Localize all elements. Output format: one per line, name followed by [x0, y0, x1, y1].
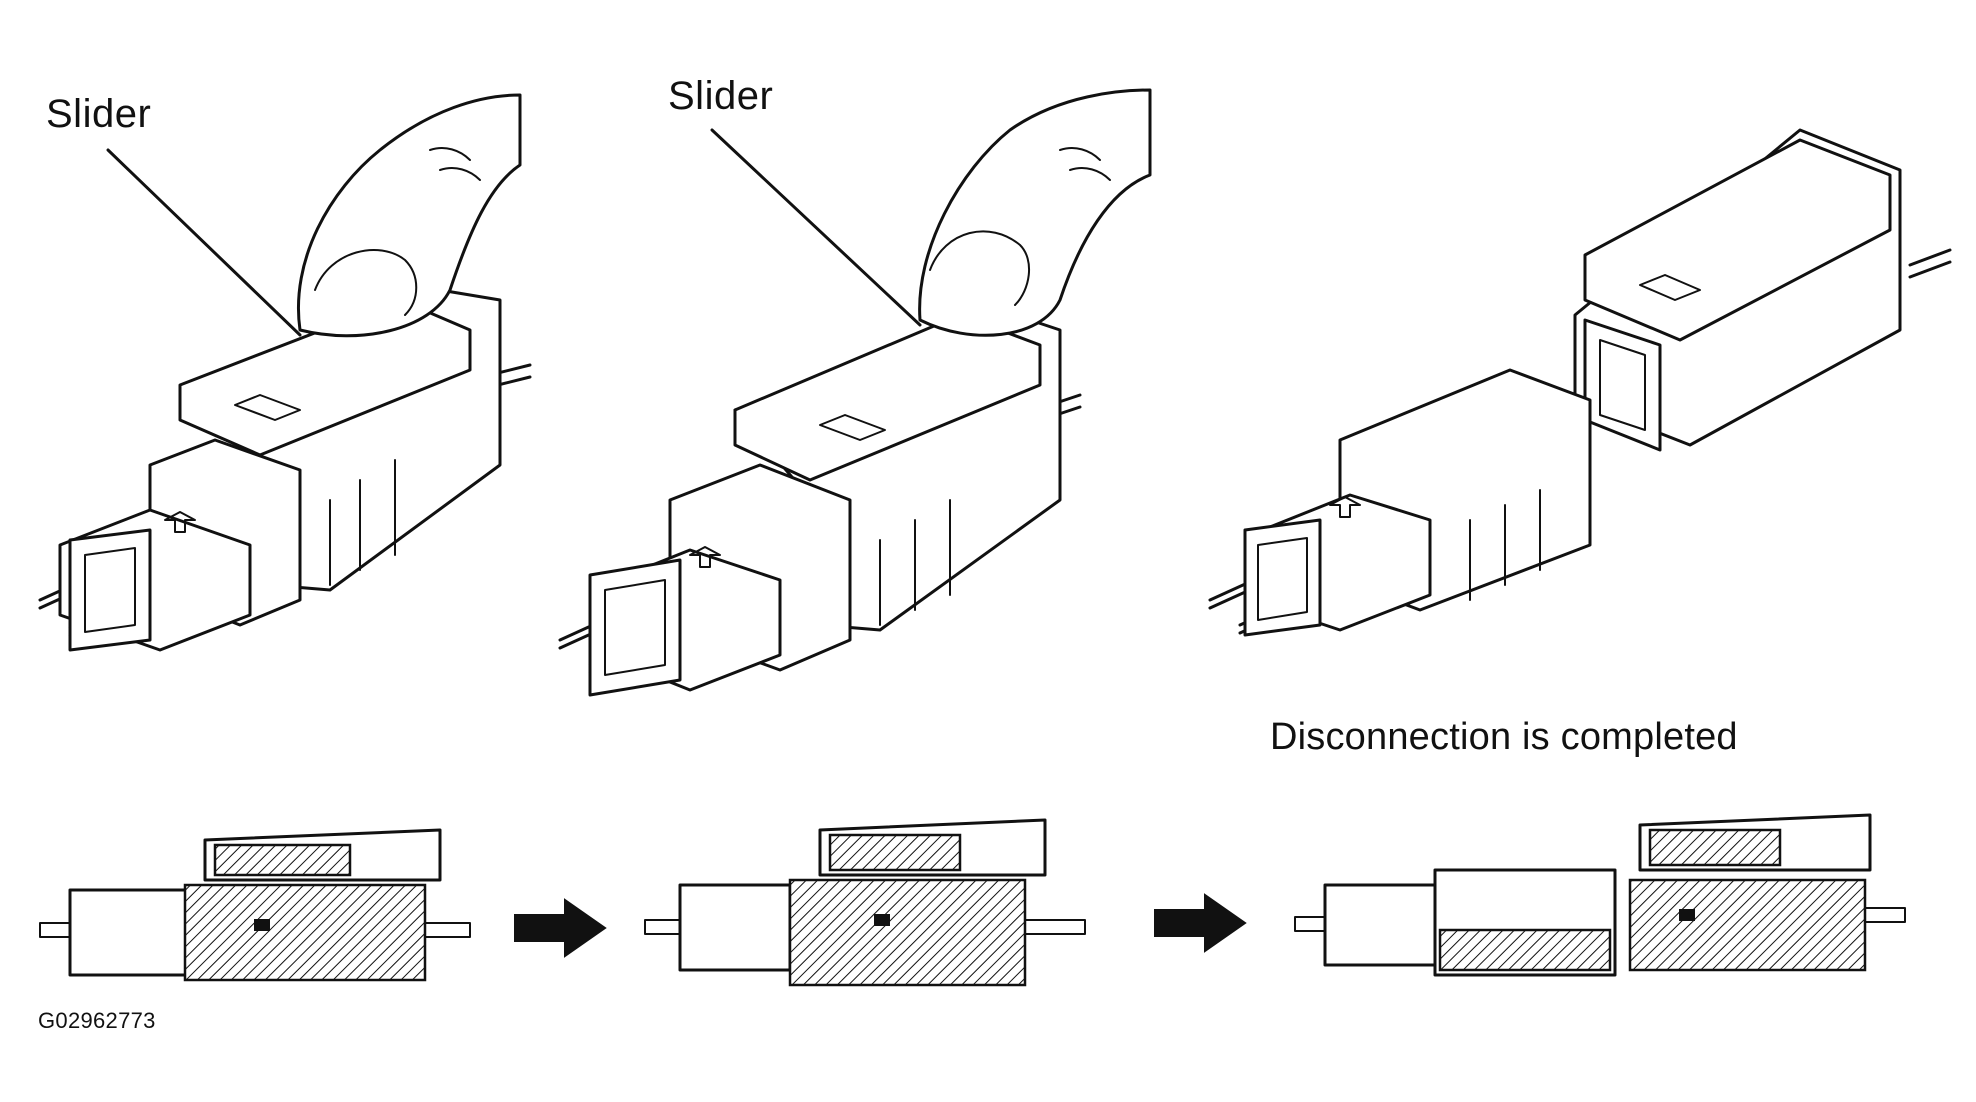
housing-ribs [329, 459, 396, 586]
slider-arrow-mark [234, 394, 301, 421]
step-2-connector-illustration [558, 88, 1152, 697]
slider-arrow-mark [1639, 274, 1701, 301]
male-front-frame [588, 558, 682, 697]
latch-detail [254, 919, 270, 931]
finger-creases [1059, 147, 1111, 181]
slider-leader-line-1 [106, 148, 302, 337]
female-opening [1583, 318, 1662, 452]
male-section [1323, 883, 1442, 967]
latch-detail [874, 914, 890, 926]
slider-hatched [828, 833, 962, 872]
arrow-right-icon [514, 898, 607, 958]
insert-arrow-mark [164, 511, 196, 533]
male-front-frame [68, 528, 152, 652]
male-section [678, 883, 792, 972]
male-section [68, 888, 192, 977]
female-housing-hatched-section [1628, 878, 1867, 972]
step-3-connector-illustration [1208, 128, 1952, 637]
disconnection-completed-label: Disconnection is completed [1270, 716, 1738, 758]
slider-hatched [213, 843, 352, 877]
latch-detail [1679, 909, 1695, 921]
cross-section-3 [1294, 813, 1906, 977]
male-front-window [84, 547, 136, 633]
housing-ribs [1469, 489, 1541, 601]
arrow-right-icon [1154, 893, 1247, 953]
finger-creases [429, 147, 481, 181]
slider-leader-line-2 [710, 128, 922, 327]
cross-section-2 [644, 818, 1086, 987]
step-arrow-2 [1154, 893, 1247, 953]
slider-hatched [1648, 828, 1782, 867]
slider-arrow-mark [819, 414, 886, 441]
pin [1908, 260, 1952, 279]
slider-part [1583, 138, 1892, 342]
figure-code: G02962773 [38, 1008, 156, 1033]
slider-label-2: Slider [668, 74, 774, 118]
insert-arrow-mark [689, 546, 721, 568]
housing-hatched-section [183, 883, 427, 982]
male-front-frame [1243, 518, 1322, 637]
slider-label-1: Slider [46, 92, 152, 136]
finger-illustration [918, 88, 1152, 337]
housing-ribs [879, 499, 951, 626]
male-front-window [1257, 537, 1308, 621]
male-housing-hatched [1438, 928, 1612, 972]
female-opening-inner [1599, 339, 1646, 431]
fingernail [314, 249, 418, 316]
housing-hatched-section [788, 878, 1027, 987]
cross-section-1 [39, 828, 471, 982]
fingernail [929, 230, 1031, 306]
insert-arrow-mark [1329, 496, 1361, 518]
pin [1908, 248, 1952, 267]
step-arrow-1 [514, 898, 607, 958]
step-1-connector-illustration [38, 93, 532, 652]
male-front-window [604, 579, 666, 676]
